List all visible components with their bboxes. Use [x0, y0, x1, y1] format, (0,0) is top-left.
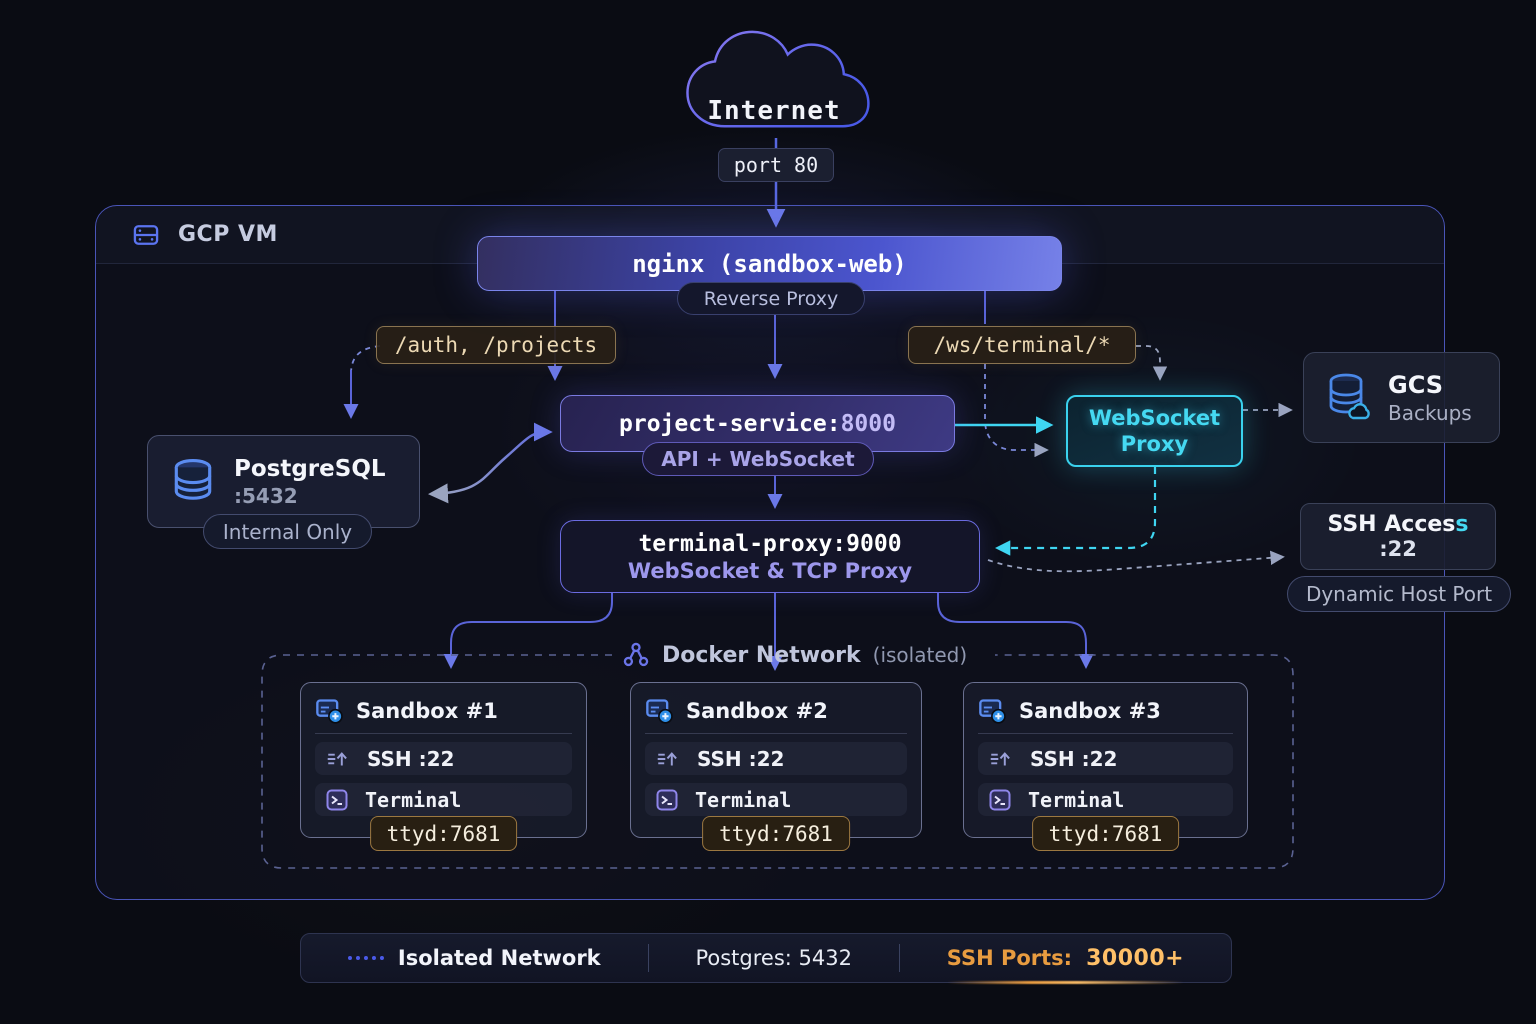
- port-80-badge: port 80: [718, 148, 834, 182]
- postgresql-name: PostgreSQL: [234, 456, 386, 483]
- api-websocket-pill: API + WebSocket: [642, 442, 874, 476]
- internet-cloud: Internet: [652, 24, 896, 142]
- terminal-icon: [656, 789, 678, 810]
- ttyd-badge: ttyd:7681: [702, 816, 850, 851]
- terminal-proxy-subtitle: WebSocket & TCP Proxy: [627, 558, 913, 583]
- ssh-access-port: :22: [1379, 537, 1417, 561]
- server-icon: [133, 224, 159, 245]
- ssh-access-title: SSH Access: [1327, 512, 1469, 537]
- dynamic-host-port-pill: Dynamic Host Port: [1287, 576, 1511, 612]
- gcs-node: GCS Backups: [1303, 352, 1500, 443]
- sandbox-icon: [316, 699, 343, 724]
- sandbox-title: Sandbox #3: [1019, 699, 1161, 723]
- sandbox-icon: [979, 699, 1006, 724]
- ws-route-label: /ws/terminal/*: [908, 326, 1136, 364]
- legend-divider: [898, 944, 900, 972]
- api-websocket-label: API + WebSocket: [661, 447, 855, 471]
- database-icon: [174, 458, 212, 500]
- nginx-title: nginx (sandbox-web): [632, 249, 907, 278]
- project-service-node: project-service:8000: [560, 395, 955, 452]
- dotted-line-swatch: [347, 956, 384, 960]
- sandbox-3-node: Sandbox #3 SSH :22 Terminal ttyd:7681: [963, 682, 1248, 851]
- ssh-access-node: SSH Access :22: [1300, 503, 1496, 570]
- terminal-row: Terminal: [315, 783, 572, 816]
- sandbox-1-node: Sandbox #1 SSH :22 Terminal ttyd:7681: [300, 682, 587, 851]
- amber-glow-underline: [946, 980, 1185, 984]
- legend-bar: Isolated Network Postgres: 5432 SSH Port…: [300, 933, 1232, 984]
- terminal-proxy-node: terminal-proxy:9000 WebSocket & TCP Prox…: [560, 520, 980, 593]
- gcp-vm-title: GCP VM: [178, 222, 278, 247]
- docker-network-label: Docker Network (isolated): [622, 638, 967, 672]
- legend-ssh-ports: SSH Ports: 30000+: [946, 946, 1185, 984]
- terminal-row: Terminal: [978, 783, 1233, 816]
- ssh-icon: [327, 751, 347, 765]
- legend-postgres: Postgres: 5432: [695, 946, 852, 970]
- ssh-row: SSH :22: [978, 742, 1233, 775]
- internal-only-label: Internal Only: [222, 519, 353, 544]
- terminal-proxy-title: terminal-proxy:9000: [638, 530, 902, 557]
- postgresql-node: PostgreSQL :5432: [147, 435, 420, 528]
- ssh-icon: [990, 751, 1010, 765]
- ssh-row: SSH :22: [315, 742, 572, 775]
- cloud-icon: [686, 30, 870, 128]
- sandbox-title: Sandbox #2: [686, 699, 828, 723]
- sandbox-title: Sandbox #1: [356, 699, 498, 723]
- ssh-icon: [657, 751, 677, 765]
- internet-label: Internet: [707, 96, 841, 126]
- backup-storage-icon: [1329, 373, 1370, 419]
- legend-isolated-network: Isolated Network: [347, 946, 601, 970]
- ttyd-badge: ttyd:7681: [369, 816, 518, 851]
- terminal-icon: [326, 789, 348, 810]
- legend-divider: [647, 944, 649, 972]
- reverse-proxy-pill: Reverse Proxy: [677, 282, 865, 315]
- internal-only-pill: Internal Only: [203, 514, 372, 549]
- docker-network-title: Docker Network: [662, 642, 861, 668]
- project-service-title: project-service:8000: [619, 410, 896, 437]
- sandbox-icon: [646, 699, 673, 724]
- terminal-icon: [989, 789, 1011, 810]
- network-icon: [623, 642, 649, 667]
- auth-route-label: /auth, /projects: [376, 326, 616, 364]
- gcs-name: GCS: [1388, 370, 1444, 399]
- postgresql-port: :5432: [234, 483, 298, 508]
- dynamic-host-port-label: Dynamic Host Port: [1305, 582, 1493, 606]
- docker-network-qualifier: (isolated): [872, 643, 968, 667]
- terminal-row: Terminal: [645, 783, 907, 816]
- ttyd-badge: ttyd:7681: [1031, 816, 1180, 851]
- ssh-row: SSH :22: [645, 742, 907, 775]
- sandbox-2-node: Sandbox #2 SSH :22 Terminal ttyd:7681: [630, 682, 922, 851]
- gcs-subtitle: Backups: [1388, 401, 1472, 426]
- reverse-proxy-label: Reverse Proxy: [703, 287, 839, 310]
